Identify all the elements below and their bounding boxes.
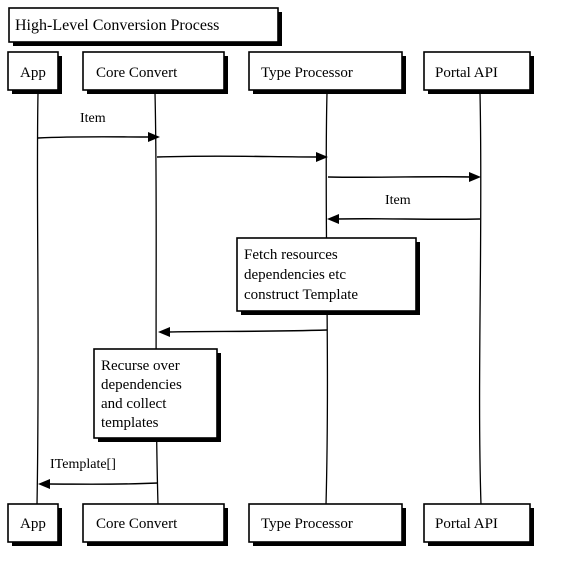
message-type-processor-to-core-convert <box>158 327 328 337</box>
note-line: construct Template <box>244 287 358 303</box>
participant-portal-api-label: Portal API <box>435 65 498 81</box>
participant-app-bottom: App <box>7 503 62 546</box>
lifeline-core-convert <box>154 92 159 506</box>
lifeline-app <box>36 92 39 506</box>
diagram-title-box: High-Level Conversion Process <box>8 7 282 46</box>
message-label-itemplate-array: ITemplate[] <box>50 457 116 472</box>
lifeline-portal-api <box>478 92 482 506</box>
participant-portal-api-label: Portal API <box>435 516 498 532</box>
message-portal-api-to-type-processor: Item <box>327 193 481 224</box>
arrowhead <box>38 479 50 489</box>
message-core-convert-to-type-processor <box>156 152 328 162</box>
participant-core-convert-label: Core Convert <box>96 65 178 81</box>
note-line: and collect <box>101 396 167 412</box>
note-line: dependencies <box>101 377 182 393</box>
participant-core-convert-bottom: Core Convert <box>82 503 228 546</box>
participant-type-processor-label: Type Processor <box>261 516 353 532</box>
participant-app-label: App <box>20 516 46 532</box>
arrowhead <box>316 152 328 162</box>
participant-app-label: App <box>20 65 46 81</box>
participant-type-processor-top: Type Processor <box>248 51 406 94</box>
note-fetch-resources: Fetch resources dependencies etc constru… <box>236 237 420 315</box>
participant-type-processor-bottom: Type Processor <box>248 503 406 546</box>
note-line: templates <box>101 415 159 431</box>
participant-type-processor-label: Type Processor <box>261 65 353 81</box>
note-recurse-over-dependencies: Recurse over dependencies and collect te… <box>93 348 221 442</box>
participant-app-top: App <box>7 51 62 94</box>
message-type-processor-to-portal-api <box>327 172 481 182</box>
message-core-convert-to-app: ITemplate[] <box>38 457 159 489</box>
message-label-item-request: Item <box>80 111 106 126</box>
participant-portal-api-top: Portal API <box>423 51 534 94</box>
message-app-to-core-convert: Item <box>37 111 160 142</box>
note-line: dependencies etc <box>244 267 346 283</box>
participant-portal-api-bottom: Portal API <box>423 503 534 546</box>
arrowhead <box>148 132 160 142</box>
participant-core-convert-top: Core Convert <box>82 51 228 94</box>
arrowhead <box>327 214 339 224</box>
arrowhead <box>469 172 481 182</box>
diagram-title: High-Level Conversion Process <box>15 17 219 34</box>
note-line: Fetch resources <box>244 247 338 263</box>
message-label-item-response: Item <box>385 193 411 208</box>
participant-core-convert-label: Core Convert <box>96 516 178 532</box>
arrowhead <box>158 327 170 337</box>
note-line: Recurse over <box>101 358 180 374</box>
